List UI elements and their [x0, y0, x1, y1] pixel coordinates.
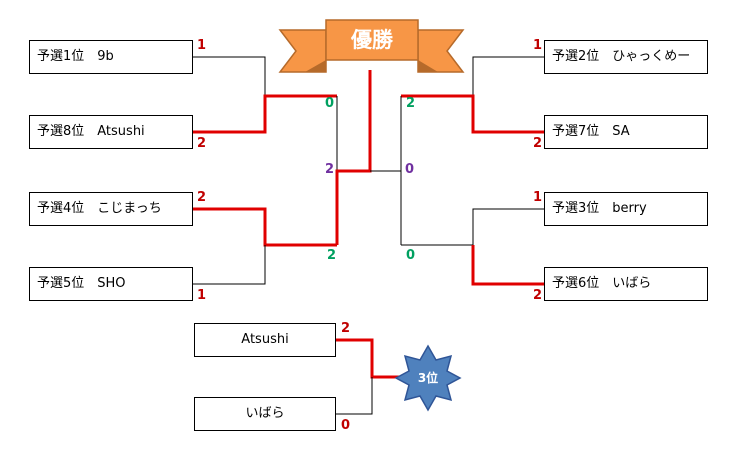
- team-box-right-1: 予選2位 ひゃっくめー: [544, 40, 708, 74]
- score-left-2: 2: [197, 136, 207, 151]
- score-right-2: 2: [533, 136, 543, 151]
- score-right-semi-bottom: 0: [406, 248, 416, 263]
- line-left-a: [192, 56, 266, 96]
- line-third-top-win: [336, 338, 410, 379]
- score-left-3: 2: [197, 190, 207, 205]
- third-place-star-icon: [394, 344, 462, 412]
- champion-label: 優勝: [351, 28, 393, 52]
- team-box-left-1: 予選1位 9b: [29, 40, 193, 74]
- score-right-semi-top: 2: [406, 96, 416, 111]
- line-left-d: [192, 245, 266, 285]
- team-box-right-3: 予選3位 berry: [544, 192, 708, 226]
- line-left-c-win: [192, 207, 337, 247]
- line-left-b-win: [192, 94, 337, 134]
- score-final-right: 0: [405, 162, 415, 177]
- team-box-right-4: 予選6位 いばら: [544, 267, 708, 301]
- score-third-top: 2: [341, 321, 351, 336]
- score-left-4: 1: [197, 288, 207, 303]
- third-place-box-1: Atsushi: [194, 323, 336, 357]
- line-left-semi-win: [335, 70, 372, 245]
- score-final-left: 2: [325, 162, 335, 177]
- score-right-1: 1: [533, 38, 543, 53]
- line-right-a: [472, 56, 546, 96]
- score-third-bottom: 0: [341, 418, 351, 433]
- line-right-b-win: [401, 94, 546, 134]
- line-third-bottom: [336, 377, 373, 415]
- line-right-d-win: [471, 245, 546, 286]
- score-right-3: 1: [533, 190, 543, 205]
- champion-banner: [278, 19, 465, 73]
- line-right-c: [401, 208, 546, 246]
- score-left-1: 1: [197, 38, 207, 53]
- team-box-left-3: 予選4位 こじまっち: [29, 192, 193, 226]
- third-place-label: 3位: [417, 371, 439, 385]
- team-box-right-2: 予選7位 SA: [544, 115, 708, 149]
- score-left-semi-top: 0: [325, 96, 335, 111]
- third-place-box-2: いばら: [194, 397, 336, 431]
- score-right-4: 2: [533, 288, 543, 303]
- team-box-left-4: 予選5位 SHO: [29, 267, 193, 301]
- team-box-left-2: 予選8位 Atsushi: [29, 115, 193, 149]
- score-left-semi-bottom: 2: [327, 248, 337, 263]
